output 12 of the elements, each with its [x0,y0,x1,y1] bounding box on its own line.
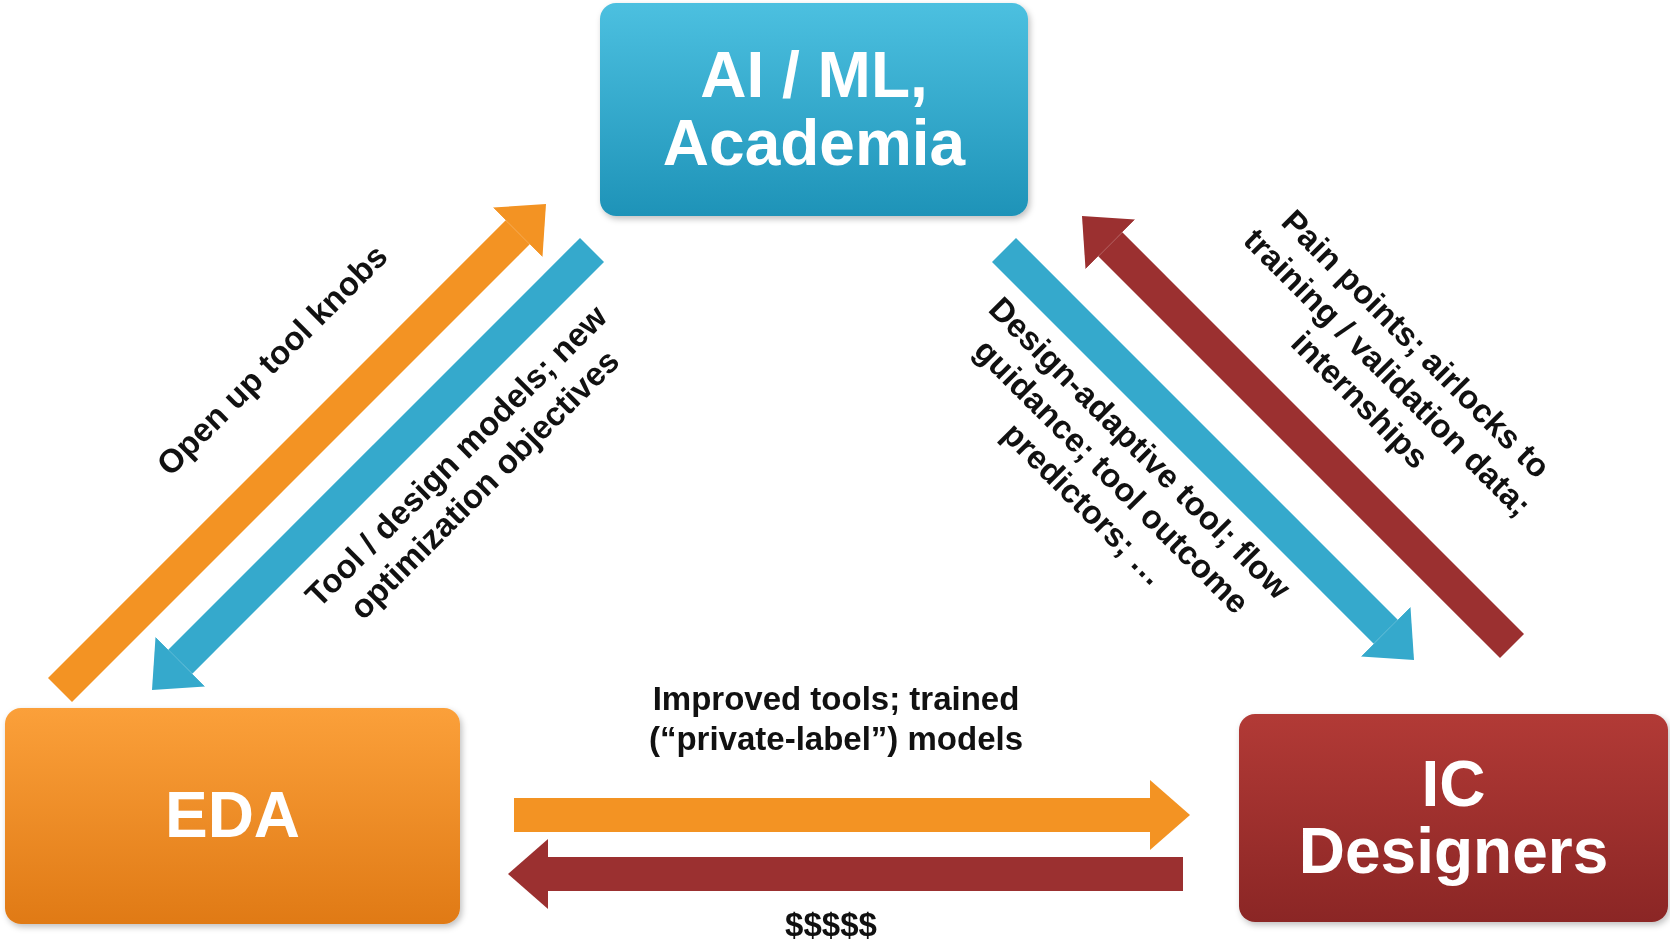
node-title: EDA [164,782,301,850]
block-arrow [1082,216,1525,659]
rounded-box [1239,714,1668,922]
block-arrow [508,839,1183,909]
block-arrow [991,237,1414,660]
rounded-box [600,3,1028,216]
block-arrow [152,237,605,690]
node-title: AI / ML, Academia [661,42,967,177]
block-arrow [514,780,1190,850]
rounded-box [5,708,460,924]
block-arrow [47,204,546,703]
node-title: IC Designers [1297,750,1610,886]
